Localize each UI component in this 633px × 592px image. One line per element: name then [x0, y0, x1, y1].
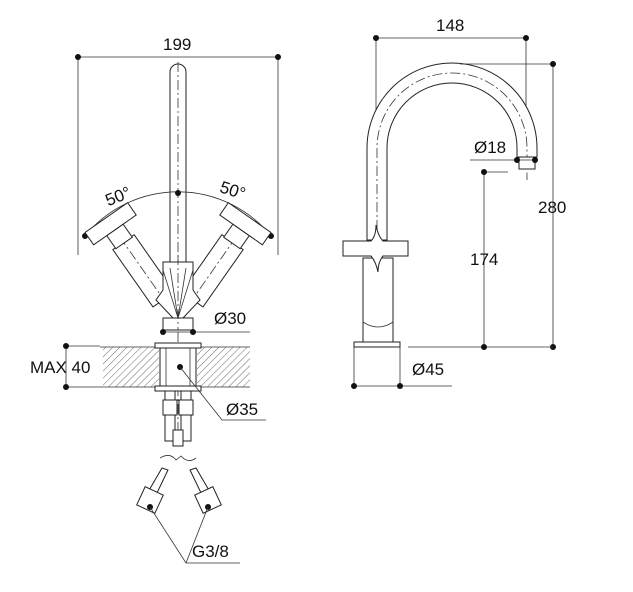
side-view: 148 Ø18 280 174 Ø45: [342, 16, 566, 389]
connection-label: G3/8: [192, 542, 229, 561]
cross-handle: [342, 224, 409, 273]
angle-right-label: 50°: [218, 177, 248, 203]
outlet-height-label: 174: [470, 250, 498, 269]
side-spout: [366, 62, 538, 241]
right-handle: [84, 201, 179, 321]
width-label: 199: [163, 35, 191, 54]
reach-label: 148: [436, 16, 464, 35]
left-handle: [177, 201, 272, 321]
hole-diameter-label: Ø35: [226, 400, 258, 419]
front-spout: [169, 63, 187, 263]
width-dimension: [75, 54, 281, 255]
base-diameter-label: Ø45: [412, 360, 444, 379]
neck-diameter-label: Ø30: [214, 309, 246, 328]
height-label: 280: [538, 198, 566, 217]
outlet-diameter-label: Ø18: [474, 138, 506, 157]
front-view: Ø30 MAX 40 Ø35 G3/8 199: [30, 35, 281, 564]
max-thickness-label: MAX 40: [30, 358, 90, 377]
